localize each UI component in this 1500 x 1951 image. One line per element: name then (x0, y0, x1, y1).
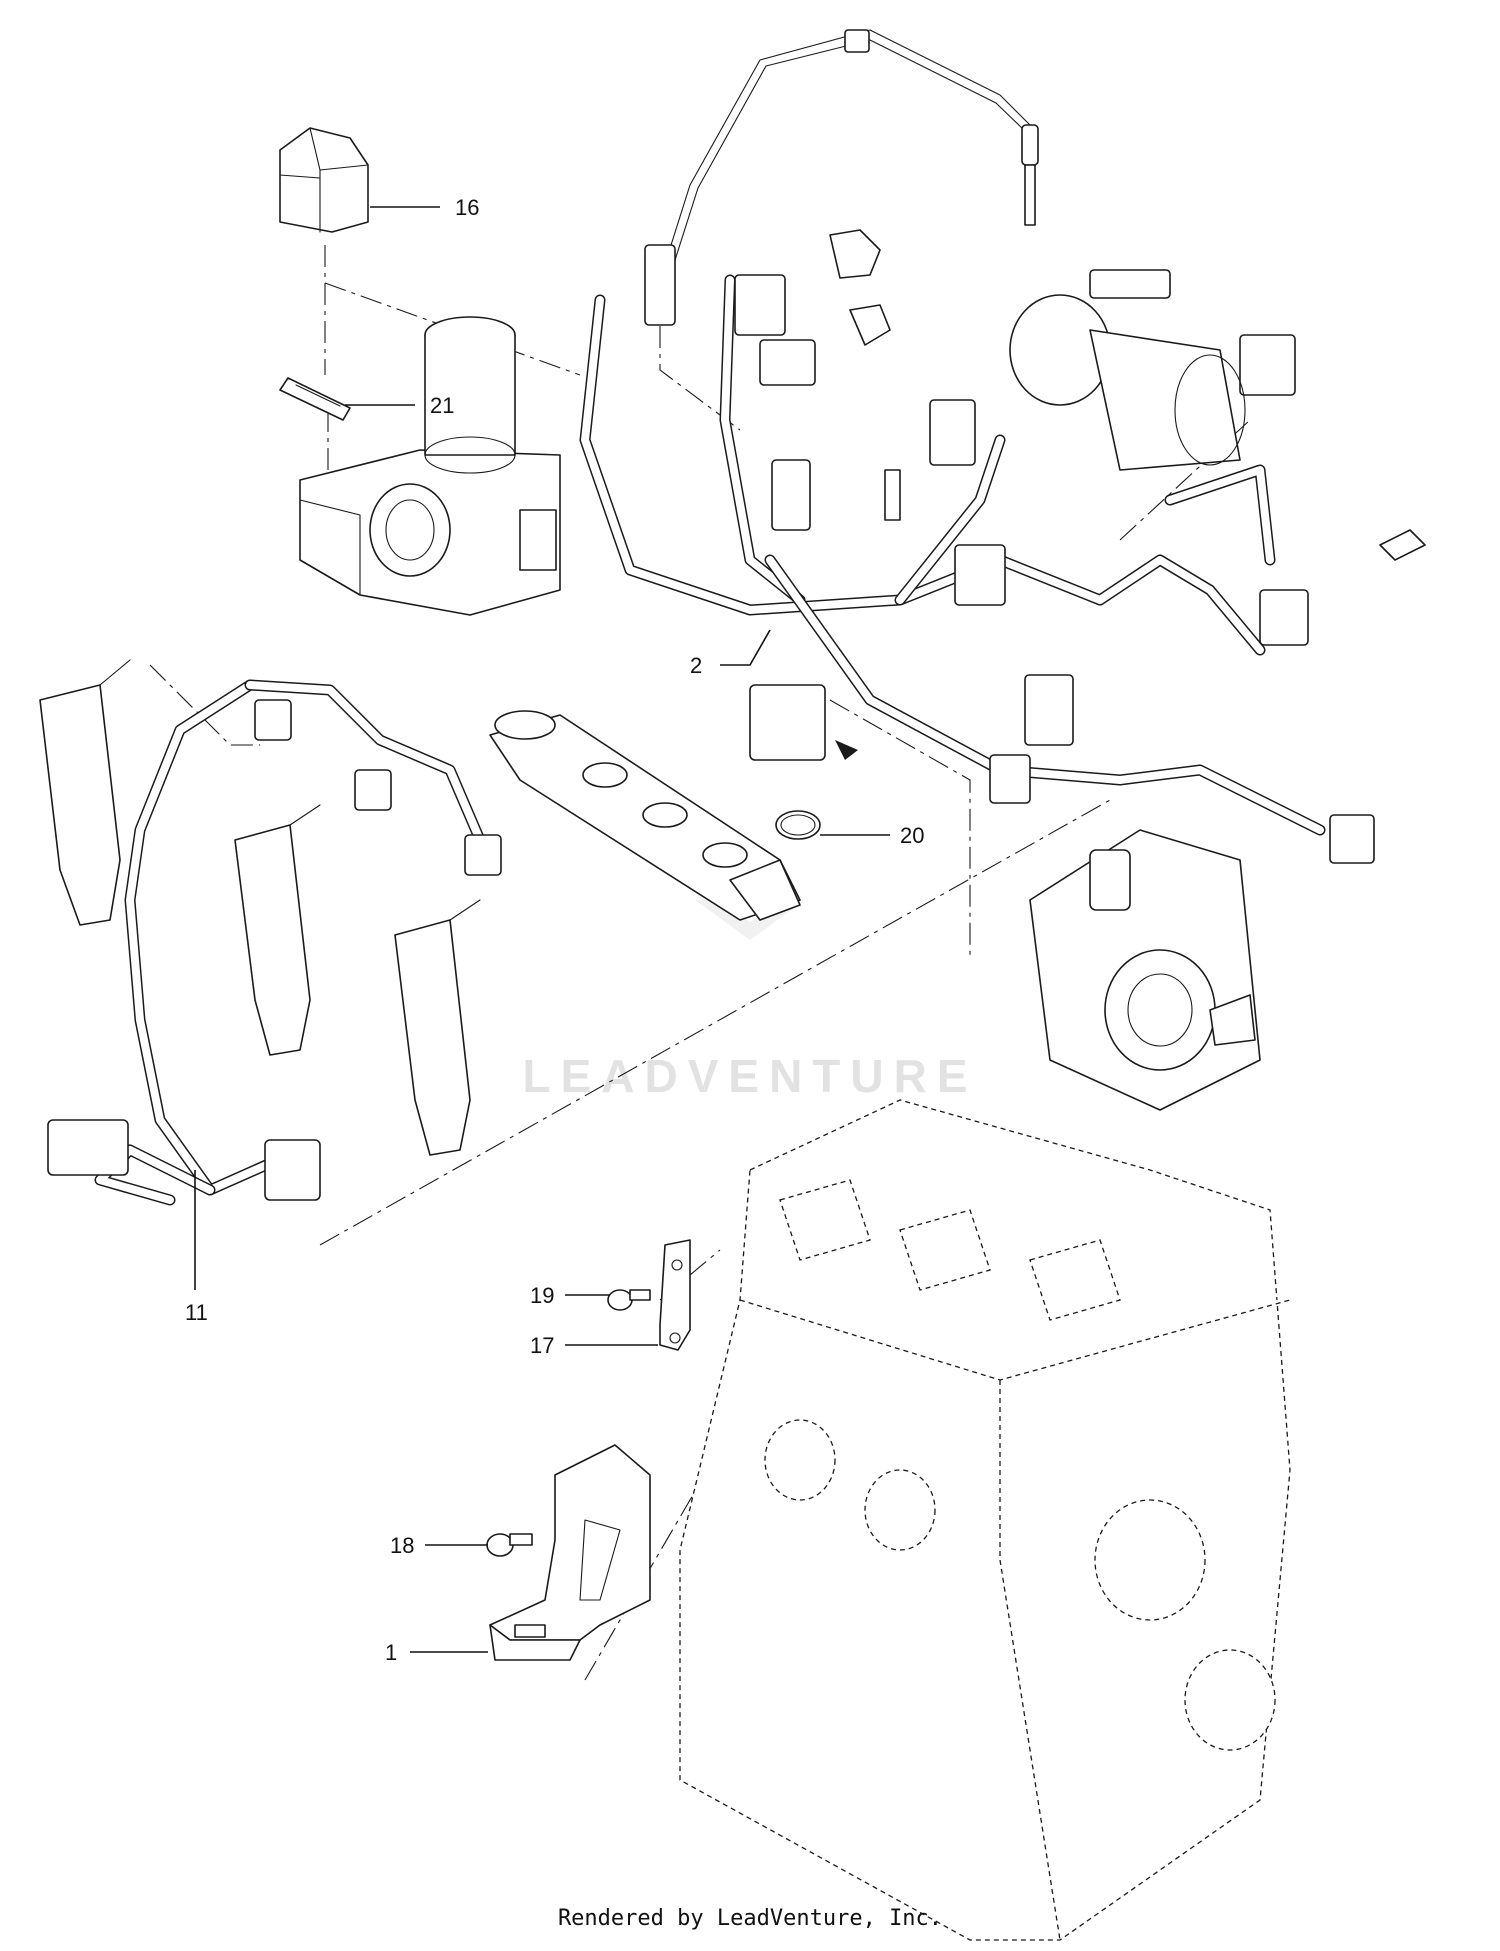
gasket-21 (279, 377, 351, 421)
callout-21: 21 (430, 393, 454, 418)
callout-17: 17 (530, 1333, 554, 1358)
injector-harness-11 (47, 679, 502, 1206)
engine-block (679, 1099, 1291, 1941)
callout-2: 2 (690, 653, 702, 678)
callout-18: 18 (390, 1533, 414, 1558)
egr-valve (1009, 269, 1246, 471)
hose-clamp-20 (775, 740, 858, 840)
sensor-wire-top (659, 29, 1039, 283)
callout-1: 1 (385, 1640, 397, 1665)
callout-11: 11 (185, 1300, 208, 1325)
throttle-body (299, 316, 561, 616)
bolt-18 (486, 1533, 533, 1557)
callout-20: 20 (900, 823, 924, 848)
callouts: 16 21 2 20 11 19 17 18 1 (185, 195, 924, 1665)
engine-harness-2 (579, 274, 1326, 836)
fuel-injectors (39, 659, 481, 1156)
watermark-text: LEADVENTURE (522, 1050, 977, 1102)
connector-cover-16 (279, 127, 369, 233)
fuel-pump (1029, 829, 1261, 1111)
bracket-1 (489, 1444, 651, 1661)
callout-16: 16 (455, 195, 479, 220)
fuel-rail (489, 710, 801, 921)
harness-connectors (644, 229, 1426, 864)
bolt-19 (607, 1289, 651, 1311)
footer-credit: Rendered by LeadVenture, Inc. (557, 1906, 943, 1931)
callout-19: 19 (530, 1283, 554, 1308)
leader-lines (194, 206, 890, 1653)
bracket-17 (659, 1239, 691, 1351)
